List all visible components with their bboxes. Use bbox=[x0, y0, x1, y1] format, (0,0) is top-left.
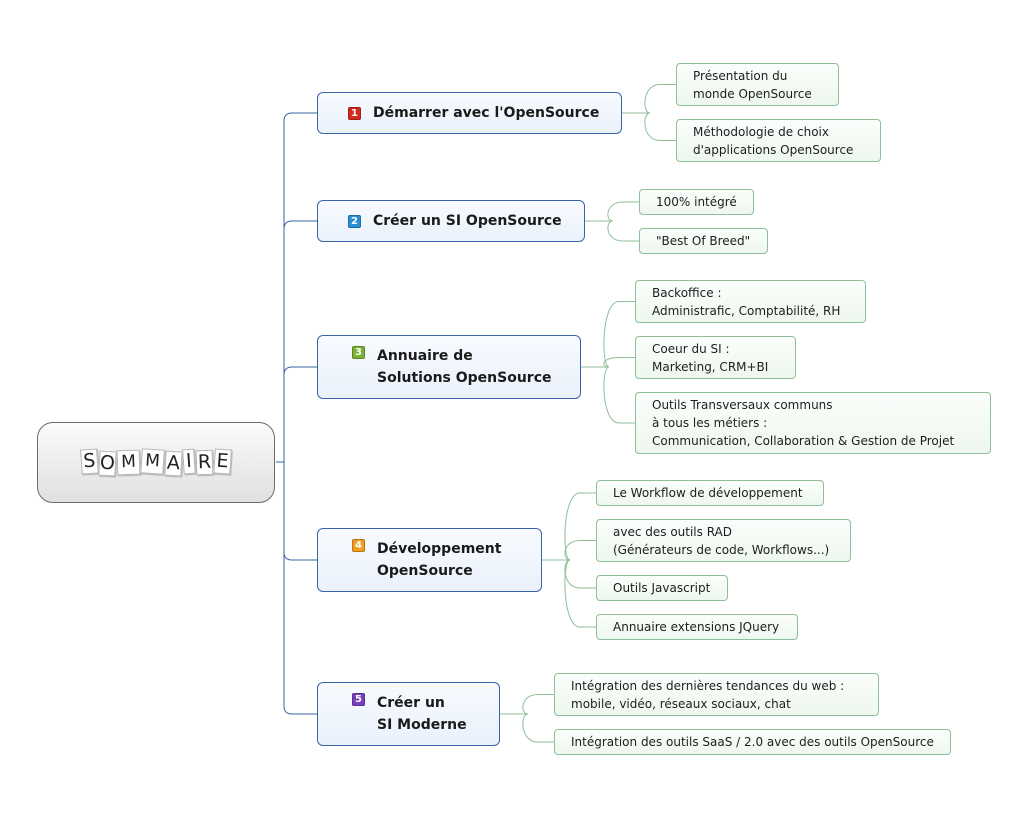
trunk-connector-2 bbox=[283, 220, 317, 462]
subtopic-text-line: (Générateurs de code, Workflows...) bbox=[613, 542, 830, 557]
branch-topic-text-line: Créer un SI OpenSource bbox=[373, 213, 562, 229]
branch-topic-text-line: Développement bbox=[377, 541, 502, 557]
branch-topic-text-line: SI Moderne bbox=[377, 717, 467, 733]
leaf-connector-3-1 bbox=[603, 301, 635, 368]
subtopic-4-4[interactable]: Annuaire extensions JQuery bbox=[596, 614, 798, 640]
subtopic-text-line: Coeur du SI : bbox=[652, 341, 730, 356]
sommaire-letter-tile: E bbox=[213, 448, 232, 475]
leaf-connector-5-2 bbox=[522, 713, 554, 743]
subtopic-text-line: "Best Of Breed" bbox=[656, 234, 751, 248]
branch-topic-label: Créer un SI Moderne bbox=[377, 692, 467, 736]
sommaire-letter-tile: R bbox=[195, 449, 214, 476]
priority-5-icon: 5 bbox=[352, 693, 365, 706]
subtopic-3-3[interactable]: Outils Transversaux communs à tous les mé… bbox=[635, 392, 991, 454]
subtopic-4-1[interactable]: Le Workflow de développement bbox=[596, 480, 824, 506]
priority-1-icon: 1 bbox=[348, 106, 361, 120]
subtopic-text-line: Le Workflow de développement bbox=[613, 486, 803, 500]
priority-2-icon: 2 bbox=[348, 214, 361, 228]
subtopic-text-line: Intégration des dernières tendances du w… bbox=[571, 678, 845, 693]
subtopic-1-2[interactable]: Méthodologie de choix d'applications Open… bbox=[676, 119, 881, 162]
branch-topic-text-line: Créer un bbox=[377, 695, 445, 711]
priority-3-icon: 3 bbox=[352, 346, 365, 359]
branch-topic-label: Annuaire de Solutions OpenSource bbox=[377, 345, 552, 389]
priority-4-icon: 4 bbox=[352, 539, 365, 552]
subtopic-1-1[interactable]: Présentation du monde OpenSource bbox=[676, 63, 839, 106]
subtopic-text-line: à tous les métiers : bbox=[652, 416, 768, 430]
subtopic-text-line: 100% intégré bbox=[656, 195, 737, 209]
subtopic-text-line: Outils Transversaux communs bbox=[652, 398, 833, 412]
subtopic-5-2[interactable]: Intégration des outils SaaS / 2.0 avec d… bbox=[554, 729, 951, 755]
subtopic-text-line: Intégration des outils SaaS / 2.0 avec d… bbox=[571, 735, 934, 749]
leaf-connector-5-1 bbox=[522, 694, 554, 715]
sommaire-letter-tile: M bbox=[116, 449, 141, 476]
leaf-connector-4-4 bbox=[564, 559, 596, 628]
trunk-connector-3 bbox=[283, 366, 317, 462]
subtopic-text-line: Administrafic, Comptabilité, RH bbox=[652, 303, 841, 318]
branch-topic-text-line: OpenSource bbox=[377, 563, 473, 579]
subtopic-text-line: Outils Javascript bbox=[613, 581, 711, 595]
trunk-connector-4 bbox=[283, 462, 317, 561]
leaf-connector-3-3 bbox=[603, 366, 635, 424]
subtopic-4-2[interactable]: avec des outils RAD (Générateurs de code,… bbox=[596, 519, 851, 562]
leaf-connector-2-1 bbox=[607, 201, 639, 222]
subtopic-3-1[interactable]: Backoffice : Administrafic, Comptabilité,… bbox=[635, 280, 866, 323]
trunk-connector-5 bbox=[283, 462, 317, 715]
branch-topic-label: Créer un SI OpenSource bbox=[373, 210, 562, 232]
trunk-connector-1 bbox=[283, 112, 317, 462]
branch-topic-text-line: Annuaire de bbox=[377, 348, 473, 364]
leaf-connector-4-3 bbox=[564, 559, 596, 589]
subtopic-text-line: Présentation du bbox=[693, 68, 788, 83]
leaf-connector-4-2 bbox=[564, 540, 596, 561]
subtopic-text-line: mobile, vidéo, réseaux sociaux, chat bbox=[571, 696, 791, 711]
subtopic-5-1[interactable]: Intégration des dernières tendances du w… bbox=[554, 673, 879, 716]
subtopic-text-line: avec des outils RAD bbox=[613, 524, 733, 539]
subtopic-2-2[interactable]: "Best Of Breed" bbox=[639, 228, 768, 254]
sommaire-letter-tile: I bbox=[182, 448, 196, 475]
sommaire-letter-tile: M bbox=[140, 448, 165, 475]
branch-topic-label: Démarrer avec l'OpenSource bbox=[373, 102, 599, 124]
subtopic-text-line: Communication, Collaboration & Gestion d… bbox=[652, 434, 955, 448]
branch-topic-1[interactable]: 1 Démarrer avec l'OpenSource bbox=[317, 92, 622, 134]
leaf-connector-4-1 bbox=[564, 492, 596, 561]
sommaire-letter-tile: S bbox=[80, 448, 99, 475]
subtopic-text-line: Annuaire extensions JQuery bbox=[613, 620, 780, 634]
subtopic-text-line: Backoffice : bbox=[652, 285, 722, 300]
subtopic-text-line: d'applications OpenSource bbox=[693, 142, 854, 157]
branch-topic-3[interactable]: 3 Annuaire de Solutions OpenSource bbox=[317, 335, 581, 399]
sommaire-letter-tile: O bbox=[98, 450, 117, 477]
subtopic-text-line: monde OpenSource bbox=[693, 86, 812, 101]
branch-topic-text-line: Solutions OpenSource bbox=[377, 370, 552, 386]
leaf-connector-1-1 bbox=[644, 84, 676, 114]
leaf-connector-3-2 bbox=[603, 357, 635, 368]
subtopic-4-3[interactable]: Outils Javascript bbox=[596, 575, 728, 601]
subtopic-3-2[interactable]: Coeur du SI : Marketing, CRM+BI bbox=[635, 336, 796, 379]
leaf-connector-2-2 bbox=[607, 220, 639, 242]
subtopic-text-line: Marketing, CRM+BI bbox=[652, 359, 769, 374]
leaf-connector-1-2 bbox=[644, 112, 676, 141]
branch-topic-text-line: Démarrer avec l'OpenSource bbox=[373, 105, 600, 121]
sommaire-letter-tile: A bbox=[164, 450, 183, 477]
branch-topic-2[interactable]: 2 Créer un SI OpenSource bbox=[317, 200, 585, 242]
subtopic-text-line: Méthodologie de choix bbox=[693, 124, 829, 139]
branch-topic-5[interactable]: 5 Créer un SI Moderne bbox=[317, 682, 500, 746]
subtopic-2-1[interactable]: 100% intégré bbox=[639, 189, 754, 215]
